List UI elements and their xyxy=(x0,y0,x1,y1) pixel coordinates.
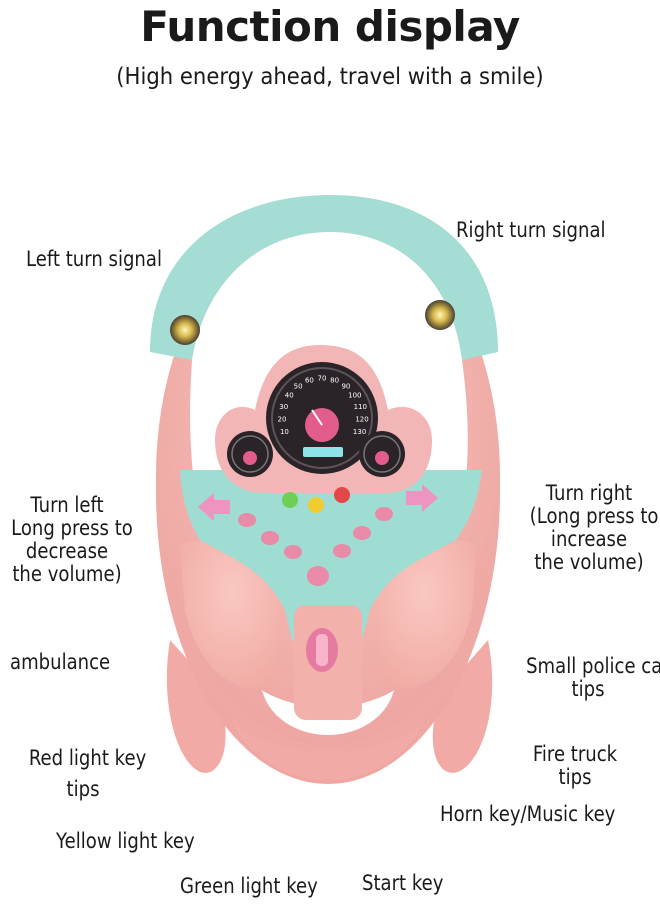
sound-button-2 xyxy=(261,531,279,545)
label-red-light-line-1: Red light key xyxy=(28,746,147,770)
label-horn-key: Horn key/Music key xyxy=(440,802,616,826)
label-small-police-car: Small police car tips xyxy=(516,655,660,701)
speedometer-display xyxy=(303,447,343,457)
label-start-key: Start key xyxy=(362,871,444,895)
label-small-police-line-1: Small police car xyxy=(526,654,660,678)
page-title: Function display xyxy=(140,2,520,51)
label-red-light-line-2: tips xyxy=(66,777,100,801)
speedometer-tick-label: 110 xyxy=(354,403,367,411)
label-turn-right-line-1: Turn right xyxy=(545,481,633,505)
speedometer-tick-label: 50 xyxy=(294,382,303,390)
speedometer-tick-label: 10 xyxy=(280,428,289,436)
sound-button-4 xyxy=(333,544,351,558)
speedometer-tick-label: 70 xyxy=(318,375,327,383)
green-light-button xyxy=(282,492,298,508)
label-left-turn-signal: Left turn signal xyxy=(26,247,162,271)
label-right-turn-signal: Right turn signal xyxy=(456,218,606,242)
speedometer-tick-label: 120 xyxy=(355,416,368,424)
label-turn-right-line-3: increase xyxy=(550,527,628,551)
label-small-police-line-2: tips xyxy=(571,677,605,701)
sound-button-6 xyxy=(375,507,393,521)
label-red-light-key: Red light key tips xyxy=(20,743,146,805)
speedometer-tick-label: 40 xyxy=(285,392,294,400)
speedometer-tick-label: 30 xyxy=(279,403,288,411)
label-green-light-key: Green light key xyxy=(180,874,318,898)
speedometer-tick-label: 130 xyxy=(353,428,366,436)
center-panel xyxy=(180,470,482,648)
label-turn-right-line-2: (Long press to xyxy=(529,504,659,528)
label-fire-truck-line-2: tips xyxy=(558,765,592,789)
label-fire-truck: Fire truck tips xyxy=(520,743,630,789)
rim-top-mint xyxy=(150,195,498,360)
label-turn-left-line-2: Long press to xyxy=(11,516,133,540)
label-fire-truck-line-1: Fire truck xyxy=(532,742,618,766)
right-arrow-button xyxy=(406,484,438,512)
right-foot xyxy=(432,640,493,773)
left-arrow-button xyxy=(198,493,230,521)
left-turn-signal-light xyxy=(170,315,200,345)
label-turn-right: Turn right (Long press to increase the v… xyxy=(520,481,659,574)
speedometer-tick-label: 80 xyxy=(330,377,339,385)
sound-button-5 xyxy=(353,526,371,540)
label-ambulance: ambulance xyxy=(10,650,111,674)
left-foot xyxy=(166,640,226,773)
label-turn-left-line-4: the volume) xyxy=(12,562,122,586)
label-turn-left-line-1: Turn left xyxy=(30,493,104,517)
right-pocket xyxy=(371,540,476,690)
sound-button-1 xyxy=(238,513,256,527)
left-pocket xyxy=(180,540,285,690)
yellow-light-button xyxy=(308,497,324,513)
page-subtitle: (High energy ahead, travel with a smile) xyxy=(116,64,544,90)
right-turn-signal-light xyxy=(425,300,455,330)
horn-button xyxy=(307,566,329,586)
label-yellow-light-key: Yellow light key xyxy=(56,829,195,853)
speedometer-tick-label: 90 xyxy=(341,382,350,390)
speedometer-tick-label: 60 xyxy=(305,377,314,385)
label-turn-right-line-4: the volume) xyxy=(534,550,644,574)
label-turn-left-line-3: decrease xyxy=(25,539,109,563)
speedometer-tick-label: 100 xyxy=(348,392,361,400)
speedometer-tick-label: 20 xyxy=(278,416,287,424)
red-light-button xyxy=(334,487,350,503)
sound-button-3 xyxy=(284,545,302,559)
label-turn-left: Turn left Long press to decrease the vol… xyxy=(2,493,133,586)
